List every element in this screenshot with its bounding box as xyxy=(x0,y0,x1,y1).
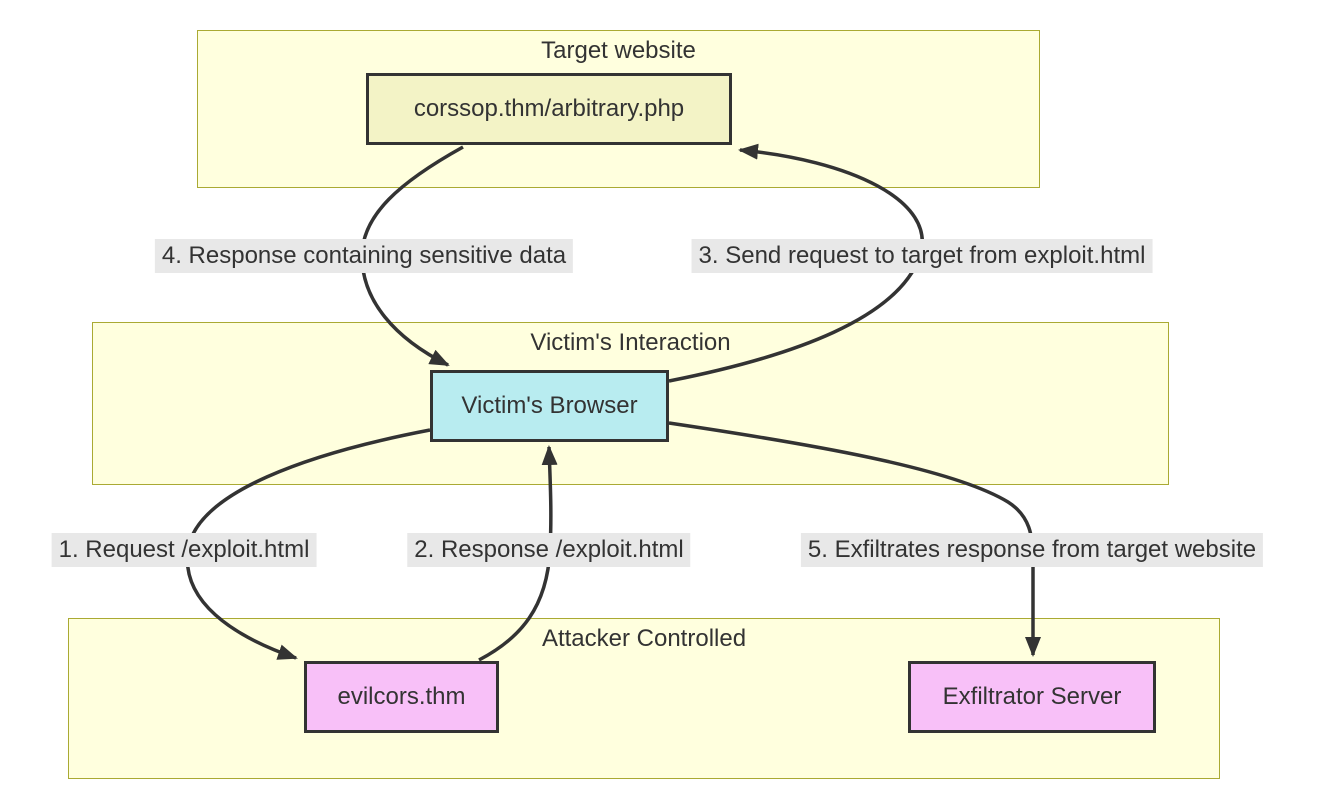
node-evilcors-label: evilcors.thm xyxy=(337,683,466,710)
node-victims-browser-label: Victim's Browser xyxy=(461,392,638,419)
container-title-victims-interaction: Victim's Interaction xyxy=(530,329,731,356)
edge-label-1-request-exploit-html: 1. Request /exploit.html xyxy=(51,533,317,567)
edge-label-2-response-exploit-html: 2. Response /exploit.html xyxy=(407,533,691,567)
node-corssop-arbitrary-php: corssop.thm/arbitrary.php xyxy=(366,73,732,145)
edge-label-3-send-request-to-target: 3. Send request to target from exploit.h… xyxy=(691,239,1153,273)
container-title-target-website: Target website xyxy=(541,37,696,64)
node-exfiltrator-server: Exfiltrator Server xyxy=(908,661,1156,733)
node-corssop-label: corssop.thm/arbitrary.php xyxy=(413,95,685,122)
edge-label-5-exfiltrates-response: 5. Exfiltrates response from target webs… xyxy=(800,533,1264,567)
node-exfiltrator-label: Exfiltrator Server xyxy=(942,683,1122,710)
node-victims-browser: Victim's Browser xyxy=(430,370,669,442)
node-evilcors-thm: evilcors.thm xyxy=(304,661,499,733)
edge-label-4-response-containing-sensitive-data: 4. Response containing sensitive data xyxy=(154,239,574,273)
container-title-attacker-controlled: Attacker Controlled xyxy=(541,625,747,652)
